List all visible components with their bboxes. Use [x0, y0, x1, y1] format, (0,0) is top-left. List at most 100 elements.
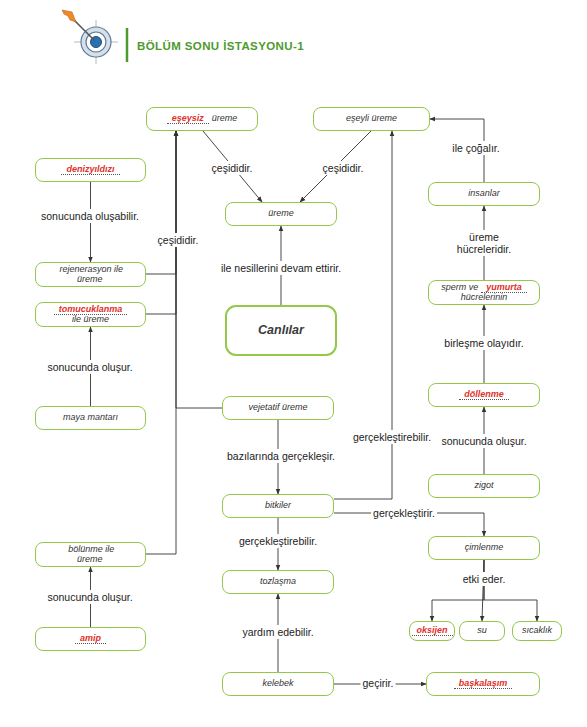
answer-text: başkalaşım — [454, 678, 513, 689]
concept-box: çimlenme — [428, 536, 540, 560]
concept-box: tozlaşma — [222, 570, 334, 594]
connector-label: sonucunda oluşur. — [439, 434, 528, 448]
node-text: bölünme ile üreme — [68, 544, 114, 564]
answer-text: eşeysiz — [167, 113, 209, 124]
box-text: başkalaşım — [452, 679, 514, 689]
node-text: sperm ve — [441, 282, 478, 292]
connector-arrow — [484, 560, 537, 621]
connector-label: geçirir. — [361, 676, 396, 690]
node-text: tozlaşma — [260, 576, 296, 586]
node-text: üreme — [268, 208, 294, 218]
node-text: sıcaklık — [522, 625, 552, 635]
box-text: çimlenme — [463, 543, 505, 553]
box-text: denizyıldızı — [60, 165, 121, 175]
box-text: kelebek — [261, 679, 295, 689]
concept-box: su — [459, 621, 505, 641]
answer-text: yumurta — [481, 282, 527, 293]
connector-label: yardım edebilir. — [240, 625, 315, 639]
connector-label: ile nesillerini devam ettirir. — [219, 261, 343, 275]
concept-box: başkalaşım — [426, 672, 540, 696]
node-text: rejenerasyon ile üreme — [59, 264, 123, 284]
node-text: eşeyli üreme — [346, 113, 397, 123]
box-text: insanlar — [467, 189, 502, 199]
box-text: su — [476, 626, 489, 636]
connector-label: gerçekleştirebilir. — [237, 534, 319, 548]
page-title: BÖLÜM SONU İSTASYONU-1 — [137, 40, 304, 52]
connector-label: birleşme olayıdır. — [442, 336, 525, 350]
box-text: vejetatif üreme — [247, 403, 309, 413]
node-text: insanlar — [468, 188, 500, 198]
concept-box: zigot — [428, 474, 540, 498]
node-text: çimlenme — [465, 542, 504, 552]
connector-label: etki eder. — [461, 572, 508, 586]
box-text: oksijen — [410, 626, 454, 636]
box-text: eşeysizüreme — [165, 114, 239, 124]
central-box: Canlılar — [225, 305, 337, 356]
concept-box: amip — [35, 627, 146, 651]
box-text: eşeyli üreme — [344, 114, 398, 124]
connector-arrow — [203, 131, 262, 202]
connector-arrow — [432, 560, 484, 621]
concept-box: döllenme — [428, 383, 540, 407]
concept-box: bölünme ile üreme — [35, 542, 146, 567]
node-text: maya mantarı — [63, 412, 118, 422]
node-text: zigot — [474, 480, 493, 490]
node-text: su — [477, 625, 487, 635]
concept-box: vejetatif üreme — [222, 396, 334, 420]
concept-box: tomucuklanmaile üreme — [35, 302, 146, 327]
connector-arrow — [146, 131, 176, 274]
connector-label: ile çoğalır. — [450, 141, 501, 155]
node-text: ile üreme — [54, 315, 128, 325]
node-text: üreme — [212, 113, 238, 123]
dart-fletching — [62, 10, 76, 22]
box-text: rejenerasyon ile üreme — [52, 265, 130, 285]
node-text: bitkiler — [265, 500, 291, 510]
concept-box: eşeysizüreme — [146, 107, 258, 131]
box-text: bitkiler — [263, 501, 292, 511]
connector-label: sonucunda oluşur. — [45, 590, 134, 604]
connector-arrow — [300, 131, 371, 202]
box-text: Canlılar — [257, 324, 306, 338]
box-text: döllenme — [458, 390, 511, 400]
concept-box: eşeyli üreme — [313, 107, 430, 131]
node-text: hücrelerinin — [441, 293, 527, 303]
answer-text: denizyıldızı — [61, 164, 119, 175]
box-text: sıcaklık — [520, 626, 553, 636]
concept-box: bitkiler — [222, 494, 334, 518]
target-icon — [62, 10, 118, 64]
node-text: kelebek — [262, 678, 293, 688]
connector-label: gerçekleştirebilir. — [351, 430, 433, 444]
connector-label: bazılarında gerçekleşir. — [225, 449, 337, 463]
answer-text: oksijen — [412, 625, 453, 636]
box-text: bölünme ile üreme — [61, 545, 121, 565]
concept-box: oksijen — [409, 621, 455, 641]
box-text: sperm veyumurtahücrelerinin — [440, 283, 529, 303]
connector-arrow — [146, 131, 176, 314]
connector-arrow — [146, 131, 176, 554]
node-text: vejetatif üreme — [248, 402, 307, 412]
connector-label: çeşididir. — [156, 233, 201, 247]
box-text: tomucuklanmaile üreme — [52, 305, 129, 325]
connector-label: çeşididir. — [321, 161, 366, 175]
concept-box: rejenerasyon ile üreme — [35, 262, 146, 287]
connector-label: sonucunda oluşur. — [45, 360, 134, 374]
answer-text: döllenme — [459, 389, 509, 400]
box-text: üreme — [267, 209, 296, 219]
box-text: tozlaşma — [258, 577, 297, 587]
answer-text: amip — [75, 633, 106, 644]
box-text: zigot — [473, 481, 495, 491]
connector-label: üreme hücreleridir. — [451, 230, 517, 256]
concept-box: maya mantarı — [35, 406, 146, 430]
concept-box: sıcaklık — [512, 621, 562, 641]
box-text: amip — [73, 634, 107, 644]
connector-label: sonucunda oluşabilir. — [39, 209, 141, 223]
concept-box: insanlar — [428, 182, 540, 206]
concept-box: kelebek — [222, 672, 334, 696]
concept-box: sperm veyumurtahücrelerinin — [428, 280, 540, 305]
header-bar — [126, 28, 129, 62]
concept-box: denizyıldızı — [35, 158, 146, 182]
connector-label: gerçekleştirir. — [371, 506, 437, 520]
connector-label: çeşididir. — [210, 161, 255, 175]
box-text: maya mantarı — [61, 413, 119, 423]
